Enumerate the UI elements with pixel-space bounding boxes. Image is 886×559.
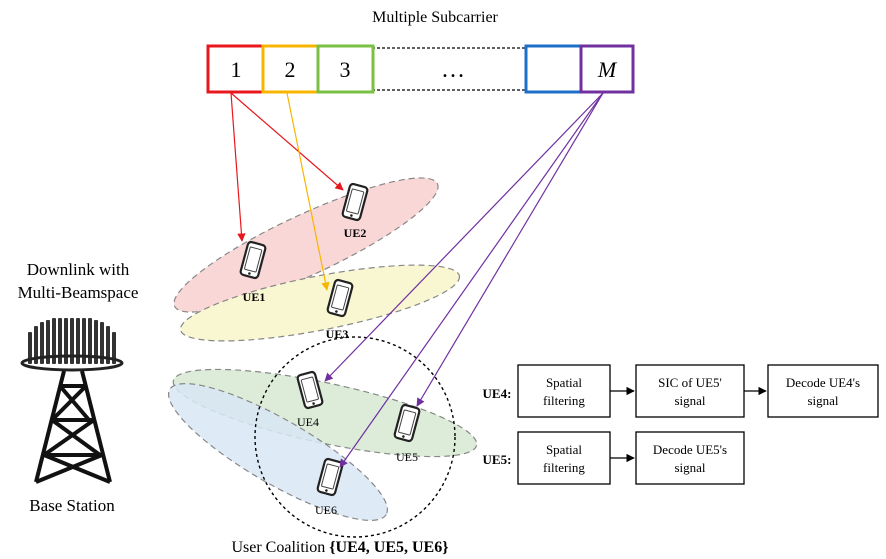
- subcarrier-label-m: M: [597, 57, 618, 82]
- ue1-label: UE1: [243, 290, 266, 304]
- ue4-sic-box: [635, 364, 745, 418]
- base-station-label: Base Station: [29, 496, 115, 515]
- arrow-sc1-to-ue2: [230, 92, 344, 191]
- ue4-step3-line1: Decode UE4's: [786, 375, 860, 390]
- ue3-label: UE3: [326, 327, 349, 341]
- ue5-pipeline: UE5: Spatial filtering Decode UE5's sign…: [483, 431, 745, 485]
- ue4-spatial-filtering-box: [517, 364, 611, 418]
- subcarrier-label-3: 3: [340, 57, 351, 82]
- subcarrier-label-2: 2: [285, 57, 296, 82]
- ue4-step2-line1: SIC of UE5': [658, 375, 722, 390]
- ue5-step1-line1: Spatial: [546, 442, 582, 457]
- ue5-step2-line2: signal: [674, 460, 705, 475]
- ue4-decode-box: [767, 364, 879, 418]
- ue4-step2-line2: signal: [674, 393, 705, 408]
- diagram-title: Multiple Subcarrier: [372, 9, 498, 26]
- subcarrier-box-blue: [524, 44, 583, 94]
- bs-caption-line1: Downlink with: [27, 260, 130, 279]
- ue5-step2-line1: Decode UE5's: [653, 442, 727, 457]
- arrow-scm-to-ue5: [416, 92, 604, 407]
- ue4-step3-line2: signal: [807, 393, 838, 408]
- subcarrier-arrows: [230, 92, 604, 468]
- arrow-sc1-to-ue1: [230, 92, 246, 242]
- beam-1-ue1-ue2: [173, 177, 439, 313]
- antenna-tower-icon: [20, 318, 124, 484]
- beam-2-ue3: [179, 264, 461, 342]
- arrow-sc2-to-ue3: [286, 92, 330, 291]
- ue5-spatial-filtering-box: [517, 431, 611, 485]
- subcarrier-box-3: [316, 44, 375, 94]
- ue4-step1-line2: filtering: [543, 393, 585, 408]
- subcarrier-label-1: 1: [231, 57, 242, 82]
- subcarrier-ellipsis: …: [441, 57, 465, 83]
- ue5-label: UE5: [396, 450, 418, 464]
- coalition-prefix: User Coalition: [231, 539, 329, 556]
- ue4-label: UE4: [297, 415, 319, 429]
- ue6-label: UE6: [315, 503, 337, 517]
- user-coalition-circle: [254, 336, 456, 538]
- arrow-scm-to-ue6: [339, 92, 604, 468]
- subcarrier-strip: 1 2 3 … M: [206, 44, 635, 94]
- arrow-scm-to-ue4: [324, 92, 604, 382]
- ue4-pipeline-label: UE4:: [483, 386, 512, 401]
- ue5-step1-line2: filtering: [543, 460, 585, 475]
- ue4-step1-line1: Spatial: [546, 375, 582, 390]
- ue5-decode-box: [635, 431, 745, 485]
- bs-caption-line2: Multi-Beamspace: [18, 283, 139, 302]
- ue2-label: UE2: [344, 226, 367, 240]
- coalition-members: {UE4, UE5, UE6}: [329, 539, 448, 556]
- user-coalition-caption: User Coalition {UE4, UE5, UE6}: [231, 539, 448, 556]
- ue5-pipeline-label: UE5:: [483, 452, 512, 467]
- ue4-pipeline: UE4: Spatial filtering SIC of UE5' signa…: [483, 364, 879, 418]
- subcarrier-box-m: [579, 44, 635, 94]
